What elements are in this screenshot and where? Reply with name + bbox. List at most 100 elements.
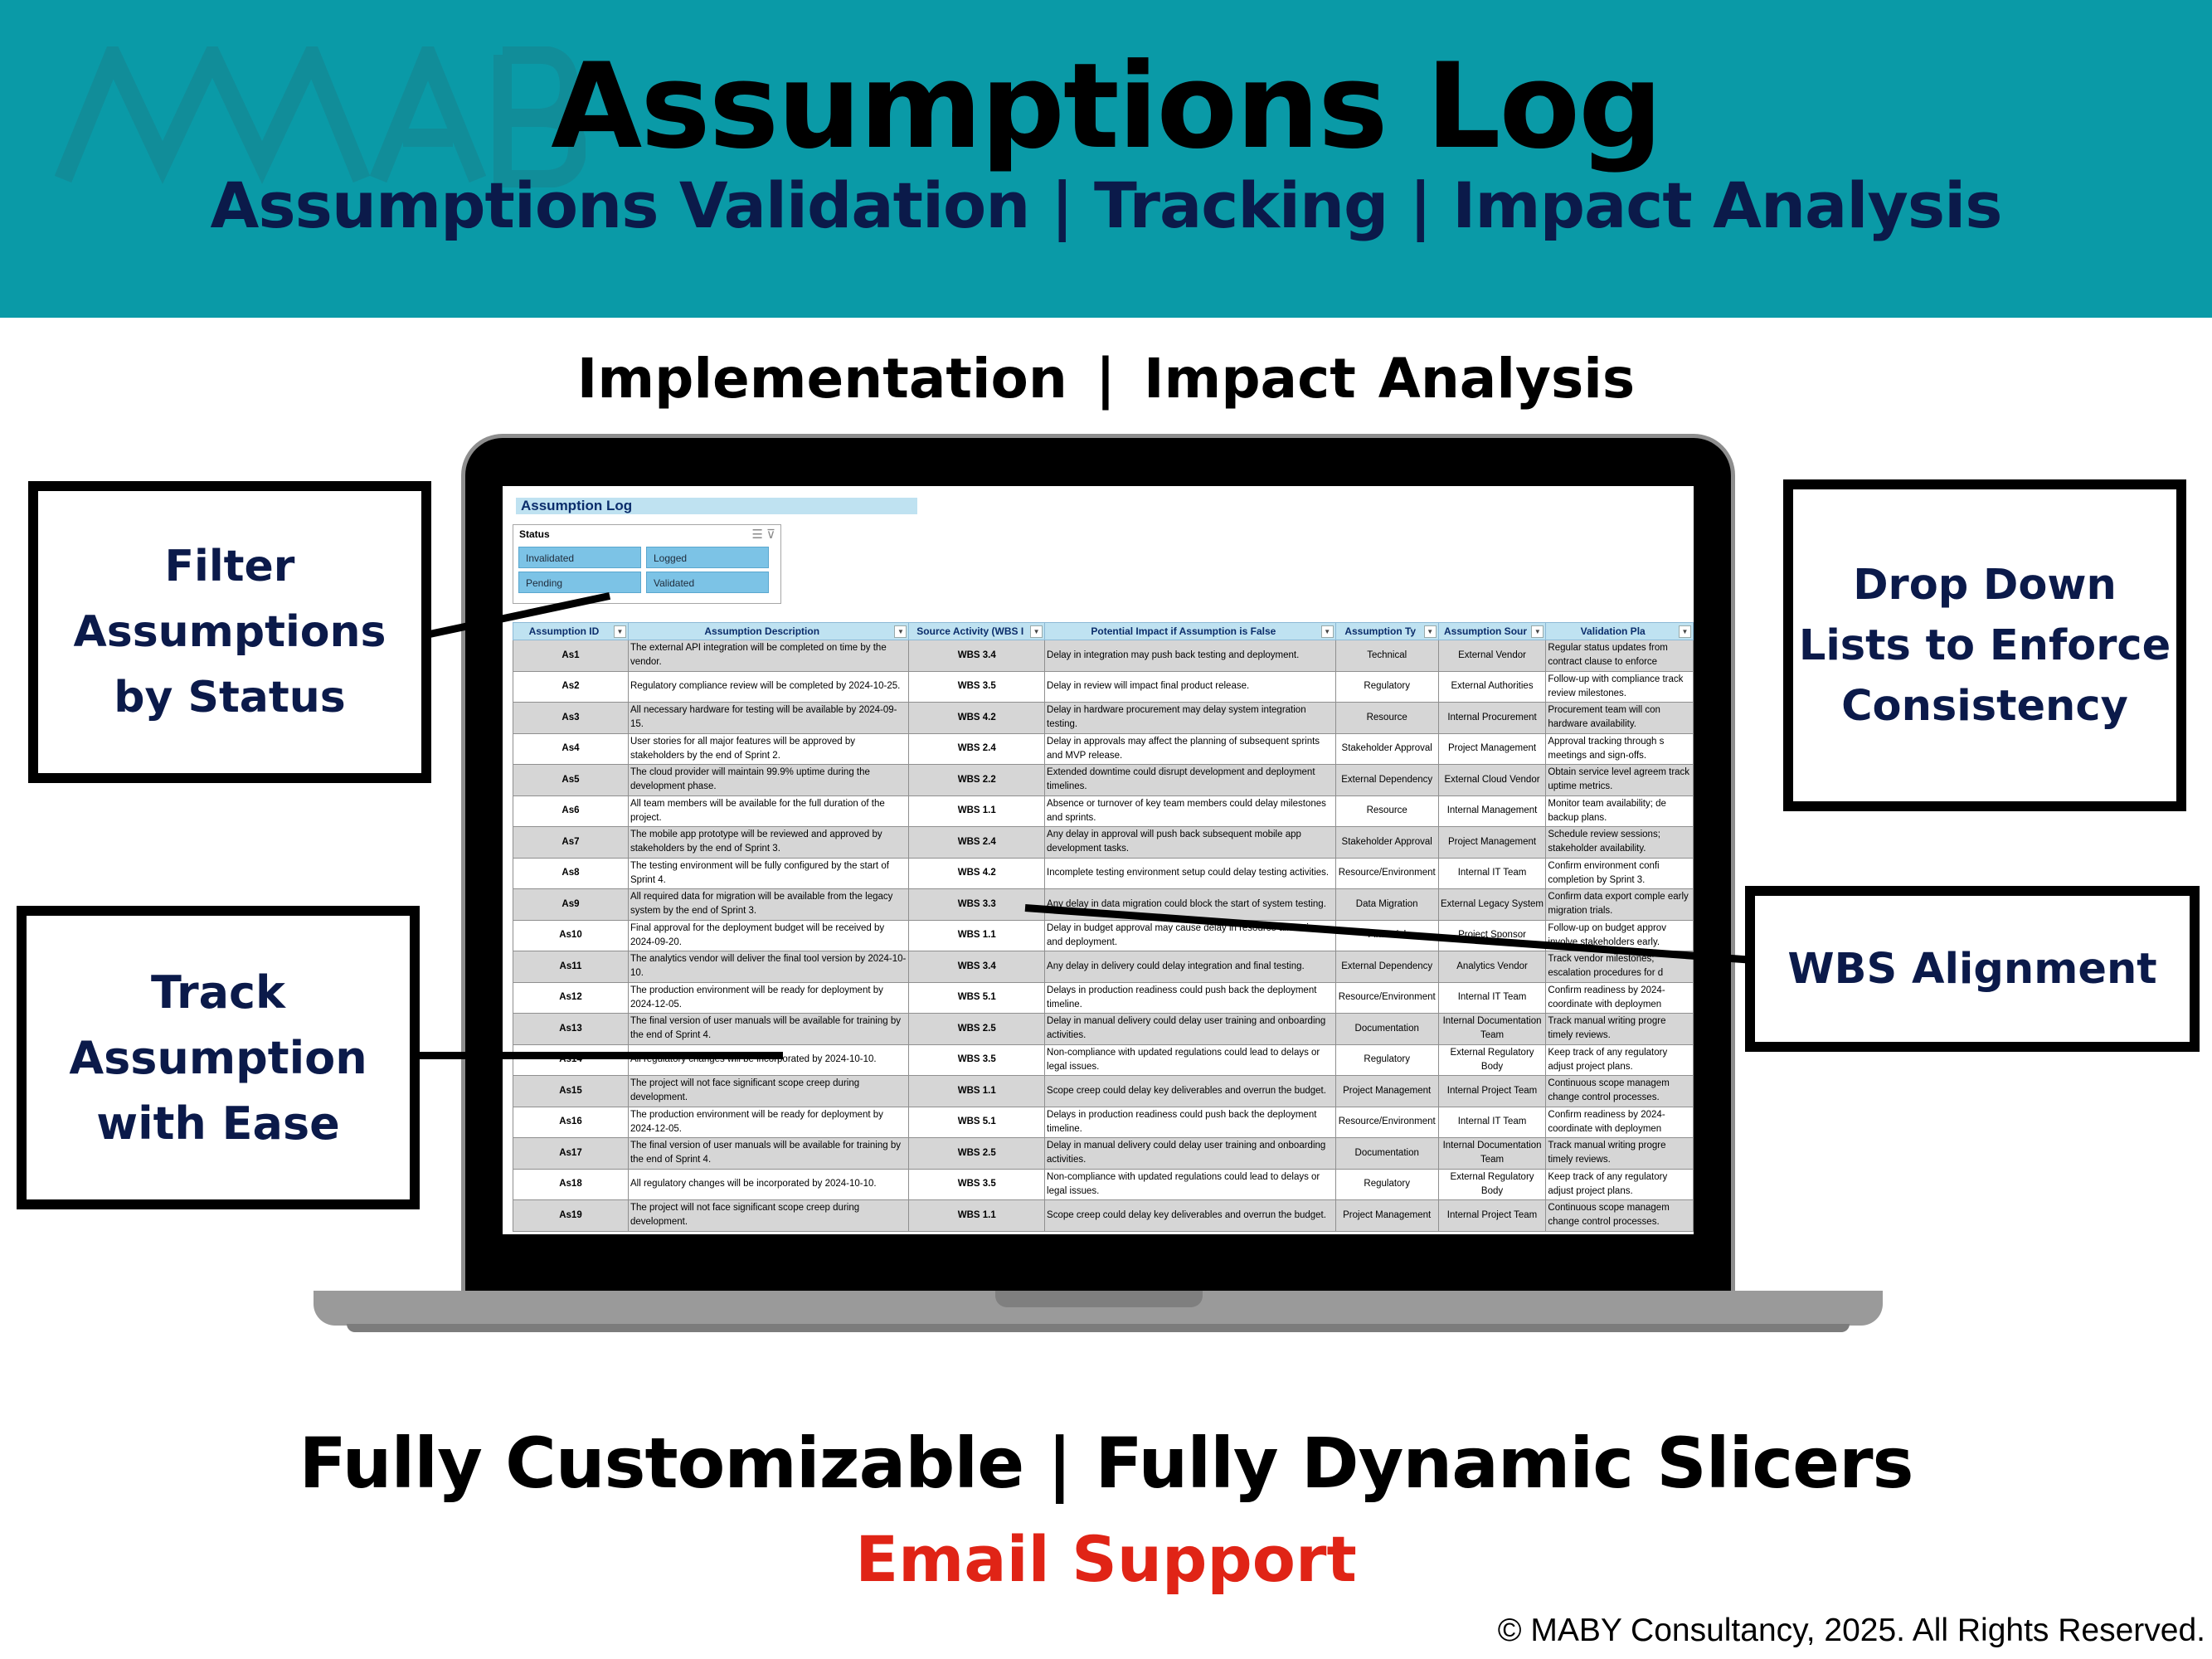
cell-type[interactable]: Documentation	[1334, 1137, 1439, 1170]
cell-wbs[interactable]: WBS 4.2	[908, 857, 1046, 889]
column-header[interactable]: Source Activity (WBS I▼	[908, 622, 1046, 640]
slicer-option-validated[interactable]: Validated	[646, 572, 769, 593]
cell-wbs[interactable]: WBS 5.1	[908, 981, 1046, 1014]
cell-wbs[interactable]: WBS 1.1	[908, 1075, 1046, 1107]
slicer-option-invalidated[interactable]: Invalidated	[518, 547, 641, 568]
cell-id[interactable]: As17	[513, 1137, 629, 1170]
cell-wbs[interactable]: WBS 1.1	[908, 795, 1046, 827]
cell-plan[interactable]: Regular status updates from contract cla…	[1545, 640, 1694, 672]
cell-type[interactable]: Project Management	[1334, 1199, 1439, 1232]
cell-source[interactable]: External Authorities	[1437, 670, 1547, 703]
cell-plan[interactable]: Obtain service level agreem track uptime…	[1545, 764, 1694, 796]
column-header[interactable]: Assumption Sour▼	[1437, 622, 1547, 640]
cell-id[interactable]: As1	[513, 640, 629, 672]
cell-plan[interactable]: Track manual writing progre timely revie…	[1545, 1137, 1694, 1170]
cell-source[interactable]: Internal Procurement	[1437, 702, 1547, 734]
cell-plan[interactable]: Confirm environment confi completion by …	[1545, 857, 1694, 889]
cell-id[interactable]: As7	[513, 826, 629, 859]
cell-id[interactable]: As13	[513, 1013, 629, 1045]
filter-dropdown-icon[interactable]: ▼	[1320, 625, 1334, 638]
cell-wbs[interactable]: WBS 5.1	[908, 1106, 1046, 1138]
cell-id[interactable]: As8	[513, 857, 629, 889]
cell-impact[interactable]: Incomplete testing environment setup cou…	[1044, 857, 1336, 889]
cell-id[interactable]: As14	[513, 1044, 629, 1076]
cell-type[interactable]: Resource	[1334, 795, 1439, 827]
cell-wbs[interactable]: WBS 3.5	[908, 1044, 1046, 1076]
cell-source[interactable]: Internal IT Team	[1437, 981, 1547, 1014]
cell-plan[interactable]: Monitor team availability; de backup pla…	[1545, 795, 1694, 827]
cell-type[interactable]: Stakeholder Approval	[1334, 732, 1439, 765]
cell-desc[interactable]: The production environment will be ready…	[627, 981, 910, 1014]
cell-impact[interactable]: Delay in manual delivery could delay use…	[1044, 1013, 1336, 1045]
cell-desc[interactable]: Regulatory compliance review will be com…	[627, 670, 910, 703]
cell-plan[interactable]: Track manual writing progre timely revie…	[1545, 1013, 1694, 1045]
cell-plan[interactable]: Schedule review sessions; stakeholder av…	[1545, 826, 1694, 859]
cell-wbs[interactable]: WBS 2.4	[908, 732, 1046, 765]
cell-desc[interactable]: The project will not face significant sc…	[627, 1199, 910, 1232]
cell-desc[interactable]: All required data for migration will be …	[627, 888, 910, 921]
cell-impact[interactable]: Delays in production readiness could pus…	[1044, 1106, 1336, 1138]
cell-desc[interactable]: The production environment will be ready…	[627, 1106, 910, 1138]
cell-id[interactable]: As18	[513, 1168, 629, 1200]
cell-desc[interactable]: The cloud provider will maintain 99.9% u…	[627, 764, 910, 796]
cell-wbs[interactable]: WBS 3.4	[908, 951, 1046, 983]
cell-source[interactable]: External Regulatory Body	[1437, 1044, 1547, 1076]
cell-plan[interactable]: Keep track of any regulatory adjust proj…	[1545, 1044, 1694, 1076]
cell-impact[interactable]: Non-compliance with updated regulations …	[1044, 1168, 1336, 1200]
clear-filter-icon[interactable]: ⊽	[766, 528, 775, 542]
cell-impact[interactable]: Scope creep could delay key deliverables…	[1044, 1075, 1336, 1107]
cell-wbs[interactable]: WBS 2.2	[908, 764, 1046, 796]
column-header[interactable]: Assumption ID▼	[513, 622, 629, 640]
cell-type[interactable]: Regulatory	[1334, 1044, 1439, 1076]
cell-wbs[interactable]: WBS 2.5	[908, 1137, 1046, 1170]
cell-impact[interactable]: Delay in integration may push back testi…	[1044, 640, 1336, 672]
cell-type[interactable]: External Dependency	[1334, 951, 1439, 983]
filter-dropdown-icon[interactable]: ▼	[1679, 625, 1691, 638]
cell-plan[interactable]: Continuous scope managem change control …	[1545, 1199, 1694, 1232]
cell-impact[interactable]: Extended downtime could disrupt developm…	[1044, 764, 1336, 796]
cell-type[interactable]: Resource/Environment	[1334, 1106, 1439, 1138]
cell-desc[interactable]: All team members will be available for t…	[627, 795, 910, 827]
cell-desc[interactable]: The mobile app prototype will be reviewe…	[627, 826, 910, 859]
cell-id[interactable]: As11	[513, 951, 629, 983]
slicer-option-logged[interactable]: Logged	[646, 547, 769, 568]
cell-type[interactable]: Regulatory	[1334, 670, 1439, 703]
cell-type[interactable]: Documentation	[1334, 1013, 1439, 1045]
cell-source[interactable]: External Vendor	[1437, 640, 1547, 672]
cell-plan[interactable]: Procurement team will con hardware avail…	[1545, 702, 1694, 734]
cell-desc[interactable]: The project will not face significant sc…	[627, 1075, 910, 1107]
cell-id[interactable]: As9	[513, 888, 629, 921]
cell-source[interactable]: Internal Management	[1437, 795, 1547, 827]
cell-impact[interactable]: Scope creep could delay key deliverables…	[1044, 1199, 1336, 1232]
cell-source[interactable]: Internal IT Team	[1437, 1106, 1547, 1138]
cell-type[interactable]: Data Migration	[1334, 888, 1439, 921]
cell-plan[interactable]: Approval tracking through s meetings and…	[1545, 732, 1694, 765]
cell-impact[interactable]: Delays in production readiness could pus…	[1044, 981, 1336, 1014]
cell-source[interactable]: External Regulatory Body	[1437, 1168, 1547, 1200]
cell-wbs[interactable]: WBS 3.5	[908, 670, 1046, 703]
cell-plan[interactable]: Confirm readiness by 2024- coordinate wi…	[1545, 1106, 1694, 1138]
cell-impact[interactable]: Non-compliance with updated regulations …	[1044, 1044, 1336, 1076]
cell-type[interactable]: Stakeholder Approval	[1334, 826, 1439, 859]
cell-id[interactable]: As3	[513, 702, 629, 734]
cell-type[interactable]: Resource/Environment	[1334, 981, 1439, 1014]
filter-dropdown-icon[interactable]: ▼	[1423, 625, 1437, 638]
filter-dropdown-icon[interactable]: ▼	[894, 625, 907, 638]
column-header[interactable]: Assumption Ty▼	[1334, 622, 1439, 640]
status-slicer[interactable]: Status ☰ ⊽ Invalidated Logged Pending Va…	[513, 524, 781, 604]
cell-id[interactable]: As15	[513, 1075, 629, 1107]
cell-desc[interactable]: The external API integration will be com…	[627, 640, 910, 672]
filter-dropdown-icon[interactable]: ▼	[1531, 625, 1544, 638]
cell-id[interactable]: As2	[513, 670, 629, 703]
cell-type[interactable]: Regulatory	[1334, 1168, 1439, 1200]
